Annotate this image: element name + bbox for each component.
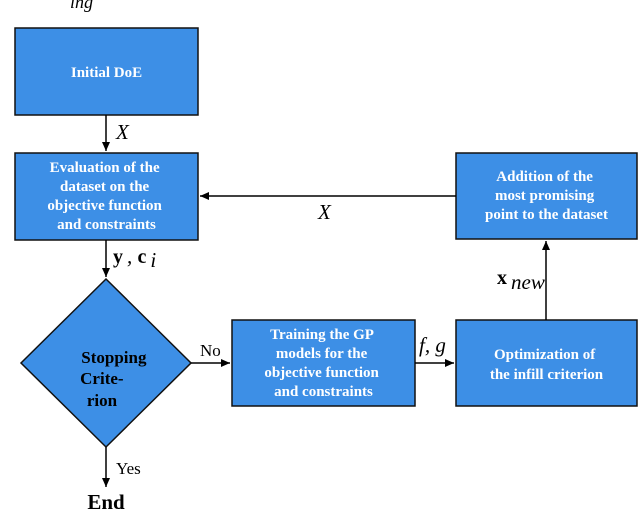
training-node: Training the GP models for the objective… [231,319,416,407]
edge-label-no: No [200,341,221,360]
addition-box [455,152,638,240]
evaluation-label: Evaluation of the dataset on the objecti… [47,160,165,233]
top-cropped-text: ing [70,0,93,12]
evaluation-line-2: dataset on the [60,179,150,195]
edge-label-new-subscript: new [511,270,545,294]
evaluation-line-4: and constraints [57,217,156,233]
evaluation-line-3: objective function [47,198,162,214]
optimization-label: Optimization of the infill criterion [490,347,604,383]
optimization-line-1: Optimization of [494,347,596,363]
stopping-criterion-node: Stopping Crite- rion [19,277,193,449]
training-label: Training the GP models for the objective… [264,327,382,400]
edge-label-x: x [497,267,507,289]
optimization-line-2: the infill criterion [490,367,604,383]
initial-doe-label: Initial DoE [71,65,142,81]
addition-line-3: point to the dataset [485,207,608,223]
edge-label-x-new: x new [497,267,545,294]
edge-label-addition-x: X [317,200,332,224]
addition-line-2: most promising [495,188,595,204]
edge-label-y-c: y , c i [113,244,156,272]
evaluation-box [14,152,199,241]
training-line-3: objective function [264,365,379,381]
edge-label-c-subscript: i [150,248,156,272]
edge-label-doe-x: X [115,120,130,144]
initial-doe-box [14,27,199,116]
addition-line-1: Addition of the [496,169,593,185]
optimization-node: Optimization of the infill criterion [455,319,638,407]
stopping-line-2: Crite- [80,369,124,388]
addition-label: Addition of the most promising point to … [485,169,608,223]
evaluation-line-1: Evaluation of the [50,160,160,176]
training-line-1: Training the GP [270,327,374,343]
edge-label-comma: , [127,244,138,268]
stopping-line-1: Stopping [81,348,147,367]
optimization-box [455,319,638,407]
training-line-4: and constraints [274,384,373,400]
edge-label-c: c [138,246,147,268]
stopping-criterion-label: Stopping Crite- rion [80,348,151,410]
initial-doe-node: Initial DoE [14,27,199,116]
edge-label-y: y [113,246,123,268]
stopping-line-3: rion [87,391,118,410]
end-node-label: End [87,490,125,514]
edge-label-f-g: f, g [419,333,446,357]
training-box [231,319,416,407]
training-line-2: models for the [276,346,368,362]
evaluation-node: Evaluation of the dataset on the objecti… [14,152,199,241]
addition-node: Addition of the most promising point to … [455,152,638,240]
edge-label-yes: Yes [116,459,141,478]
